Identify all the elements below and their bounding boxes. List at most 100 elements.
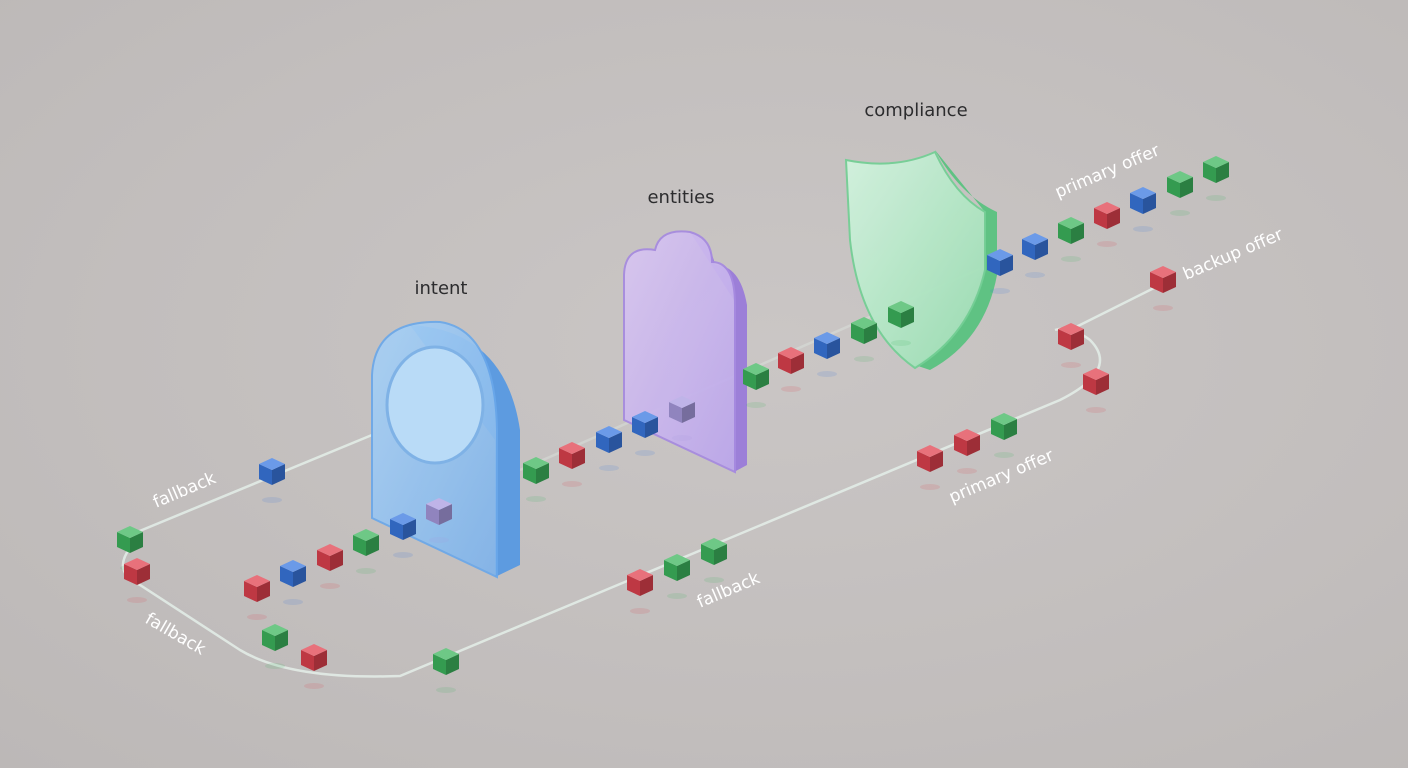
cube-top-face (244, 575, 270, 587)
intent-lens-icon (385, 345, 485, 465)
cube-left-face (1150, 272, 1163, 293)
cube-left-face (987, 255, 1000, 276)
red-token-cube (917, 445, 943, 490)
cube-shadow (247, 614, 267, 620)
cube-top-face (669, 396, 695, 408)
cube-top-face (596, 426, 622, 438)
cube-shadow (920, 484, 940, 490)
cube-top-face (851, 317, 877, 329)
cube-right-face (967, 435, 980, 456)
red-token-cube (244, 575, 270, 620)
red-token-cube (1094, 202, 1120, 247)
green-token-cube (991, 413, 1017, 458)
cube-top-face (1022, 233, 1048, 245)
cube-right-face (1143, 193, 1156, 214)
cube-right-face (640, 575, 653, 596)
cube-left-face (559, 448, 572, 469)
cube-shadow (1025, 272, 1045, 278)
blue-token-cube (280, 560, 306, 605)
blue-token-cube (1022, 233, 1048, 278)
cube-left-face (262, 630, 275, 651)
cube-right-face (1216, 162, 1229, 183)
cube-top-face (1203, 156, 1229, 168)
cube-shadow (304, 683, 324, 689)
red-token-cube (301, 644, 327, 689)
cube-left-face (523, 463, 536, 484)
cube-top-face (124, 558, 150, 570)
cube-right-face (1071, 329, 1084, 350)
cube-right-face (1096, 374, 1109, 395)
cube-shadow (356, 568, 376, 574)
cube-left-face (917, 451, 930, 472)
cube-shadow (265, 663, 285, 669)
cube-right-face (403, 519, 416, 540)
cube-right-face (827, 338, 840, 359)
cube-shadow (393, 552, 413, 558)
cube-right-face (446, 654, 459, 675)
cube-right-face (609, 432, 622, 453)
red-token-cube (954, 429, 980, 474)
cube-shadow (781, 386, 801, 392)
cube-top-face (301, 644, 327, 656)
cube-top-face (888, 301, 914, 313)
cube-top-face (954, 429, 980, 441)
compliance-label: compliance (864, 100, 967, 121)
cube-left-face (426, 504, 439, 525)
cube-left-face (1058, 329, 1071, 350)
cube-top-face (1058, 323, 1084, 335)
cube-shadow (817, 371, 837, 377)
entities-stage[interactable] (623, 230, 747, 474)
cube-shadow (526, 496, 546, 502)
cube-right-face (682, 402, 695, 423)
cube-left-face (353, 535, 366, 556)
entities-label: entities (647, 187, 714, 208)
cube-right-face (330, 550, 343, 571)
cube-left-face (627, 575, 640, 596)
cube-left-face (851, 323, 864, 344)
cube-left-face (1130, 193, 1143, 214)
red-token-cube (1083, 368, 1109, 413)
cube-top-face (433, 648, 459, 660)
cube-top-face (814, 332, 840, 344)
cube-left-face (1058, 223, 1071, 244)
cube-right-face (366, 535, 379, 556)
cube-top-face (1083, 368, 1109, 380)
green-token-cube (743, 363, 769, 408)
cube-top-face (1058, 217, 1084, 229)
cube-left-face (664, 560, 677, 581)
cube-left-face (991, 419, 1004, 440)
cube-top-face (632, 411, 658, 423)
red-token-cube (778, 347, 804, 392)
cube-shadow (704, 577, 724, 583)
cube-left-face (259, 464, 272, 485)
cube-right-face (645, 417, 658, 438)
cube-left-face (280, 566, 293, 587)
cube-top-face (1130, 187, 1156, 199)
fallback-path-top (129, 433, 373, 537)
cube-left-face (317, 550, 330, 571)
blue-token-cube (814, 332, 840, 377)
green-token-cube (262, 624, 288, 669)
cube-right-face (272, 464, 285, 485)
blue-token-cube (259, 458, 285, 503)
cube-shadow (1061, 256, 1081, 262)
fallback-middle-label: fallback (694, 568, 763, 612)
cube-shadow (1061, 362, 1081, 368)
red-token-cube (124, 558, 150, 603)
cube-right-face (572, 448, 585, 469)
backup-path (1069, 283, 1161, 332)
cube-right-face (130, 532, 143, 553)
cube-right-face (1000, 255, 1013, 276)
green-token-cube (1203, 156, 1229, 201)
blue-token-cube (632, 411, 658, 456)
lavender-token-cube (669, 396, 695, 441)
backup-offer-label: backup offer (1180, 225, 1286, 285)
blue-token-cube (987, 249, 1013, 294)
cube-top-face (523, 457, 549, 469)
cube-right-face (275, 630, 288, 651)
cube-shadow (562, 481, 582, 487)
red-token-cube (559, 442, 585, 487)
cube-shadow (320, 583, 340, 589)
cube-right-face (314, 650, 327, 671)
